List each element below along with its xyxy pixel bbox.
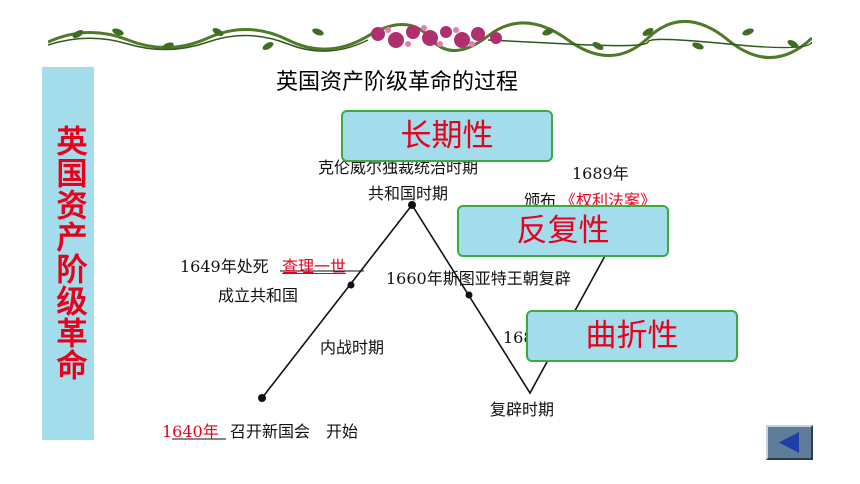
label-168x: 168 bbox=[503, 328, 534, 347]
label-1649-execution: 1649年处死 bbox=[180, 257, 269, 276]
back-button[interactable] bbox=[766, 425, 813, 460]
label-charles-i: 查理一世 bbox=[282, 257, 347, 276]
badge-repetitive: 反复性 bbox=[457, 205, 669, 257]
label-republic-founded: 成立共和国 bbox=[218, 286, 299, 305]
left-triangle-icon bbox=[779, 432, 799, 453]
label-commonwealth: 共和国时期 bbox=[368, 184, 449, 203]
timeline-point-1660 bbox=[465, 291, 473, 299]
badge-long-term: 长期性 bbox=[341, 110, 553, 162]
label-1660-restoration: 1660年斯图亚特王朝复辟 bbox=[386, 269, 571, 288]
page-title: 英国资产阶级革命的过程 bbox=[276, 70, 519, 95]
label-1689: 1689年 bbox=[572, 164, 629, 183]
label-cromwell-period: 克伦威尔独裁统治时期 bbox=[318, 158, 479, 177]
badge-tortuous: 曲折性 bbox=[526, 310, 738, 362]
label-restoration-period: 复辟时期 bbox=[490, 400, 555, 419]
label-1640-event: 召开新国会 开始 bbox=[230, 422, 359, 441]
label-civil-war: 内战时期 bbox=[320, 338, 385, 357]
timeline-point-commonwealth bbox=[408, 201, 416, 209]
timeline-point-1649 bbox=[347, 281, 355, 289]
label-1640-year: 1640年 bbox=[162, 422, 219, 441]
side-title: 英国资产阶级革命 bbox=[50, 125, 87, 381]
floral-vine-border bbox=[48, 20, 812, 59]
side-title-panel: 英国资产阶级革命 bbox=[42, 67, 94, 440]
timeline-point-1640 bbox=[258, 394, 266, 402]
